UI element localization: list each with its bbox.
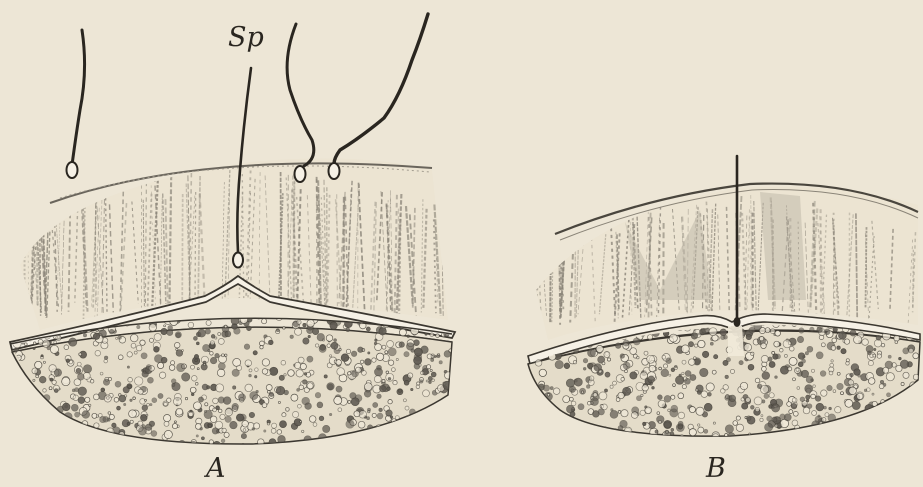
panel-a-label: A <box>206 455 226 482</box>
panel-b-label: B <box>706 455 726 482</box>
sperm-label: Sp <box>228 24 264 51</box>
